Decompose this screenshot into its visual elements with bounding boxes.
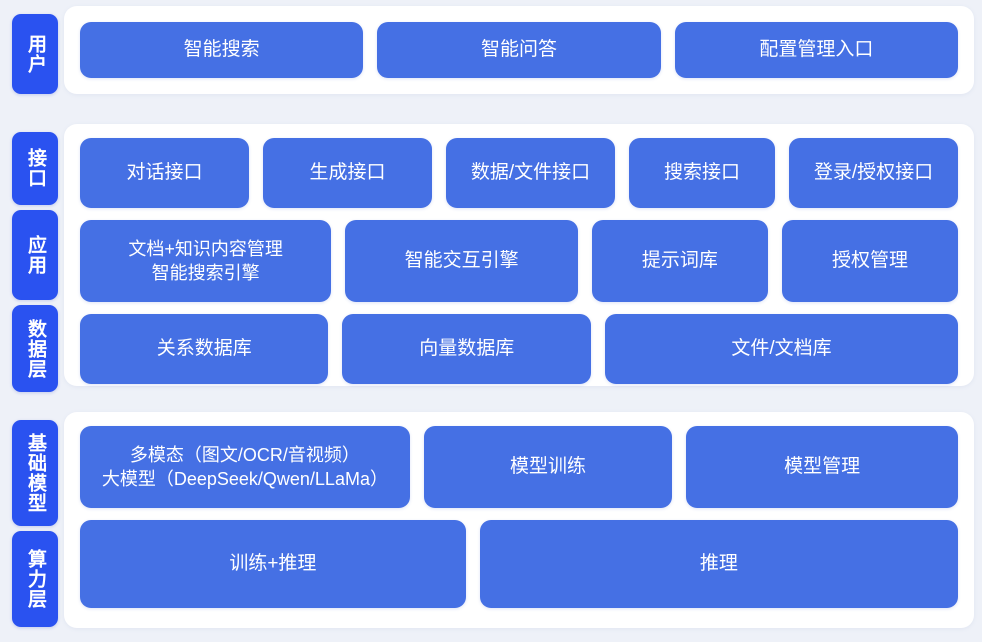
panel-user: 智能搜索 智能问答 配置管理入口 (64, 6, 974, 94)
box-training-and-inference[interactable]: 训练+推理 (80, 520, 466, 608)
rail-tab-application[interactable]: 应用 (12, 209, 58, 301)
box-smart-search[interactable]: 智能搜索 (80, 22, 364, 78)
rail-tab-interface[interactable]: 接口 (12, 132, 58, 205)
box-smart-interaction-engine[interactable]: 智能交互引擎 (345, 220, 578, 302)
box-dialog-api[interactable]: 对话接口 (80, 138, 249, 208)
box-config-management-entry[interactable]: 配置管理入口 (674, 22, 958, 78)
box-file-document-store[interactable]: 文件/文档库 (604, 314, 959, 384)
box-model-training[interactable]: 模型训练 (423, 426, 673, 508)
panel-base: 多模态（图文/OCR/音视频） 大模型（DeepSeek/Qwen/LLaMa）… (64, 412, 974, 628)
section-user: 用户 智能搜索 智能问答 配置管理入口 (0, 6, 982, 102)
rail-tab-user[interactable]: 用户 (12, 14, 58, 94)
box-multimodal-large-model[interactable]: 多模态（图文/OCR/音视频） 大模型（DeepSeek/Qwen/LLaMa） (80, 426, 410, 508)
panel-core: 对话接口 生成接口 数据/文件接口 搜索接口 登录/授权接口 文档+知识内容管理… (64, 124, 974, 386)
box-search-api[interactable]: 搜索接口 (628, 138, 775, 208)
rail-tab-compute-layer[interactable]: 算力层 (12, 531, 58, 627)
box-generation-api[interactable]: 生成接口 (262, 138, 432, 208)
rail-user: 用户 (0, 6, 64, 102)
box-vector-database[interactable]: 向量数据库 (342, 314, 591, 384)
box-model-management[interactable]: 模型管理 (686, 426, 958, 508)
section-core: 接口 应用 数据层 对话接口 生成接口 数据/文件接口 搜索接口 登录/授权接口… (0, 124, 982, 392)
row-data-layer: 关系数据库 向量数据库 文件/文档库 (80, 314, 959, 384)
box-data-file-api[interactable]: 数据/文件接口 (445, 138, 615, 208)
section-base: 基础模型 算力层 多模态（图文/OCR/音视频） 大模型（DeepSeek/Qw… (0, 412, 982, 636)
row-application: 文档+知识内容管理 智能搜索引擎 智能交互引擎 提示词库 授权管理 (80, 220, 958, 302)
row-user-entries: 智能搜索 智能问答 配置管理入口 (80, 22, 958, 78)
box-relational-database[interactable]: 关系数据库 (80, 314, 329, 384)
row-compute-layer: 训练+推理 推理 (80, 520, 958, 608)
rail-tab-data-layer[interactable]: 数据层 (12, 305, 58, 392)
rail-base: 基础模型 算力层 (0, 412, 64, 636)
row-foundation-model: 多模态（图文/OCR/音视频） 大模型（DeepSeek/Qwen/LLaMa）… (80, 426, 958, 508)
rail-core: 接口 应用 数据层 (0, 124, 64, 392)
box-login-auth-api[interactable]: 登录/授权接口 (789, 138, 958, 208)
box-document-knowledge-management[interactable]: 文档+知识内容管理 智能搜索引擎 (80, 220, 332, 302)
box-prompt-library[interactable]: 提示词库 (591, 220, 768, 302)
box-inference[interactable]: 推理 (479, 520, 958, 608)
box-authorization-management[interactable]: 授权管理 (781, 220, 958, 302)
rail-tab-foundation-model[interactable]: 基础模型 (12, 420, 58, 526)
row-interface: 对话接口 生成接口 数据/文件接口 搜索接口 登录/授权接口 (80, 138, 958, 208)
box-smart-qa[interactable]: 智能问答 (377, 22, 661, 78)
